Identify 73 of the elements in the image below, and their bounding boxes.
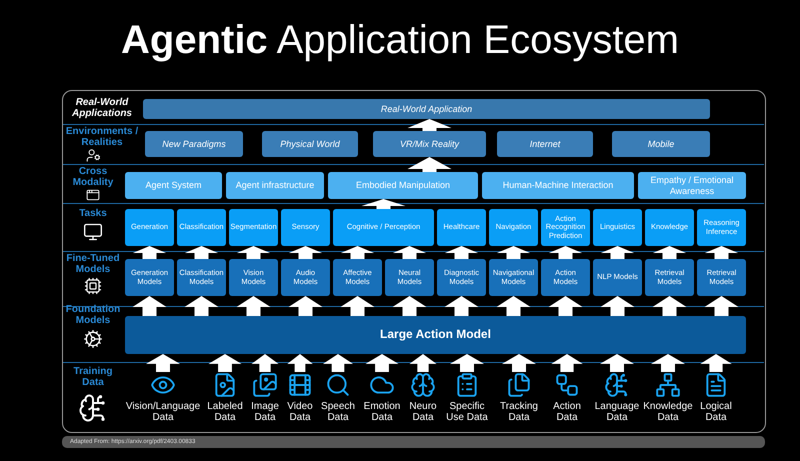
layer-label: Training Data [72, 366, 114, 388]
environment-box: VR/Mix Reality [373, 131, 486, 157]
data-label: Logical Data [699, 401, 733, 423]
up-arrow [323, 354, 353, 372]
up-arrow [340, 296, 374, 316]
up-arrow [288, 296, 322, 316]
application-bar: Real-World Application [143, 99, 710, 119]
up-arrow [444, 246, 478, 259]
up-arrow [600, 296, 634, 316]
layer-label: Real-World Applications [70, 97, 133, 119]
modality-box: Empathy / Emotional Awareness [638, 172, 746, 199]
up-arrow [651, 354, 685, 372]
up-arrow [236, 246, 270, 259]
up-arrow [236, 296, 270, 316]
data-label: Neuro Data [408, 401, 438, 423]
up-arrow [551, 354, 583, 372]
up-arrow [704, 296, 738, 316]
layer-label: Foundation Models [64, 304, 122, 326]
environment-box: Physical World [262, 131, 358, 157]
up-arrow [704, 246, 738, 259]
environment-box: New Paradigms [145, 131, 243, 157]
environment-box: Internet [497, 131, 593, 157]
up-arrow [132, 246, 166, 259]
up-arrow [548, 246, 582, 259]
up-arrow [362, 199, 406, 209]
up-arrow [252, 354, 278, 372]
modality-box: Human-Machine Interaction [482, 172, 634, 199]
up-arrow [184, 296, 218, 316]
foundation-model-bar: Large Action Model [125, 316, 746, 354]
up-arrow [652, 246, 686, 259]
data-label: Speech Data [320, 401, 356, 423]
up-arrow [408, 157, 452, 172]
data-label: Image Data [250, 401, 280, 423]
title: Agentic Application Ecosystem [121, 17, 679, 64]
up-arrow [548, 296, 582, 316]
up-arrow [288, 246, 322, 259]
layer-label: Environments / Realities [64, 126, 140, 148]
up-arrow [600, 246, 634, 259]
up-arrow [450, 354, 484, 372]
layer-label: Tasks [78, 208, 108, 219]
up-arrow [146, 354, 180, 372]
up-arrow [652, 296, 686, 316]
layer-label: Fine-Tuned Models [65, 253, 121, 275]
up-arrow [496, 296, 530, 316]
up-arrow [392, 296, 426, 316]
data-label: Emotion Data [362, 401, 402, 423]
data-label: Language Data [594, 401, 640, 423]
up-arrow [184, 246, 218, 259]
up-arrow [444, 296, 478, 316]
up-arrow [496, 246, 530, 259]
up-arrow [132, 296, 166, 316]
up-arrow [208, 354, 242, 372]
modality-box: Agent System [125, 172, 222, 199]
data-label: Video Data [286, 401, 314, 423]
layer-label: Cross Modality [72, 166, 114, 188]
up-arrow [410, 354, 436, 372]
data-label: Labeled Data [206, 401, 244, 423]
environment-box: Mobile [612, 131, 710, 157]
up-arrow [408, 119, 452, 131]
modality-box: Embodied Manipulation [328, 172, 478, 199]
data-label: Specific Use Data [445, 401, 489, 423]
up-arrow [600, 354, 634, 372]
data-label: Action Data [552, 401, 582, 423]
up-arrow [366, 354, 398, 372]
up-arrow [392, 246, 426, 259]
data-label: Vision/Language Data [126, 401, 200, 423]
up-arrow [340, 246, 374, 259]
data-label: Tracking Data [499, 401, 539, 423]
data-label: Knowledge Data [643, 401, 693, 423]
up-arrow [287, 354, 313, 372]
modality-box: Agent infrastructure [226, 172, 324, 199]
up-arrow [502, 354, 536, 372]
up-arrow [700, 354, 732, 372]
